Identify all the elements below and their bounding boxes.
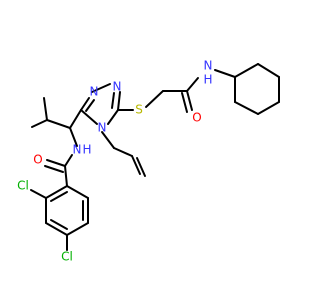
label-o-amide-benzamide: O (33, 153, 42, 167)
label-h-amide-benzamide: H (82, 143, 91, 157)
bond-triazole-5 (107, 109, 119, 125)
bond-allyl-2 (113, 147, 133, 157)
label-cl-para: Cl (61, 250, 73, 264)
bond-benzene-cl1 (30, 189, 47, 199)
bond-allyl-3a (131, 155, 141, 175)
bond-benzene-3 (66, 222, 89, 236)
bond-benzene-1 (66, 185, 89, 199)
bond-cyclohexyl-4 (257, 101, 280, 115)
bond-benzene-4 (45, 222, 68, 236)
bond-benzene-6b (50, 191, 68, 202)
bond-amide-benzene (64, 165, 68, 187)
label-n-triazole-bottom: N (98, 121, 107, 135)
bond-triazole-1 (117, 91, 121, 111)
bond-cyclohexyl-1 (234, 63, 259, 78)
bond-n-carbonyl (186, 77, 199, 92)
label-n-triazole-right: N (113, 80, 122, 94)
bond-triazole-3 (80, 97, 90, 111)
bond-isopropyl-me2 (43, 97, 48, 121)
bond-amide-o1 (46, 159, 66, 167)
bond-triazole-4 (80, 109, 98, 125)
label-o-amide-cyclohexyl: O (192, 111, 201, 125)
bond-nh-amide (64, 154, 73, 167)
bond-isopropyl-me1 (31, 119, 48, 128)
bond-triazole-3b (85, 99, 95, 112)
bond-amide-o2 (44, 165, 64, 173)
bond-benzene-6 (45, 185, 68, 199)
bond-n-allyl-1 (101, 131, 115, 149)
bond-triazole-1b (111, 92, 115, 109)
bond-triazole-ch (69, 109, 82, 129)
bond-co-2 (181, 92, 188, 113)
bond-ch-isopropyl (46, 119, 71, 129)
bond-allyl-3b (136, 157, 146, 177)
bond-layer (30, 63, 280, 251)
atom-labels: N H O S N N N N H O Cl Cl (17, 59, 212, 264)
bond-ch2-s (145, 90, 164, 108)
bond-cyclohexyl-2 (257, 63, 280, 78)
label-n-amide-cyclohexyl: N (204, 59, 213, 73)
label-n-triazole-top: N (90, 85, 99, 99)
bond-benzene-4b (50, 219, 68, 230)
bond-cyclohexyl-n (214, 69, 236, 78)
molecule-structure: N H O S N N N N H O Cl Cl (17, 59, 280, 264)
label-cl-ortho: Cl (17, 179, 29, 193)
label-s-thioether: S (135, 103, 143, 117)
bond-triazole-2 (91, 83, 111, 93)
label-h-amide-cyclohexyl: H (203, 73, 212, 87)
bond-co-1 (186, 90, 193, 111)
label-n-amide-benzamide: N (73, 143, 82, 157)
bond-cyclohexyl-5 (234, 101, 259, 115)
bond-ch-nh (69, 127, 78, 147)
